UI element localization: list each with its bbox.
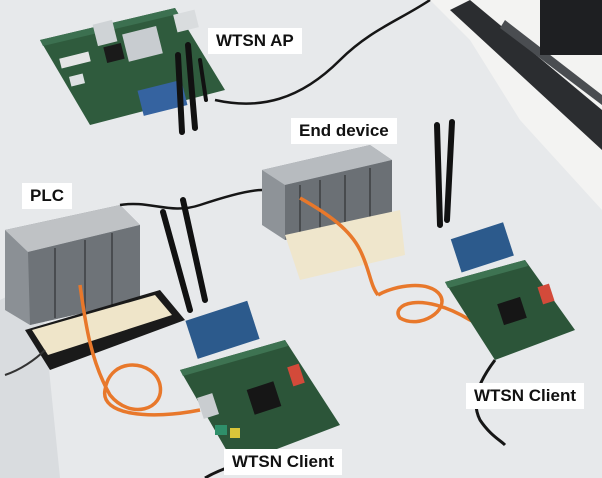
label-wtsn-client-right: WTSN Client [466,383,584,409]
end-device [262,145,405,297]
wtsn-client-right-board [434,119,575,447]
ethernet-cable-left [78,284,201,417]
label-end-device: End device [291,118,397,144]
label-wtsn-client-bottom: WTSN Client [224,449,342,475]
right-rail-dark [450,0,602,150]
plc-unit [4,188,263,376]
right-rail-light [500,20,602,105]
label-wtsn-ap: WTSN AP [208,28,302,54]
wtsn-client-bottom-board [160,197,340,478]
wtsn-ap-board [40,0,431,135]
label-plc: PLC [22,183,72,209]
right-corner-dark [540,0,602,55]
